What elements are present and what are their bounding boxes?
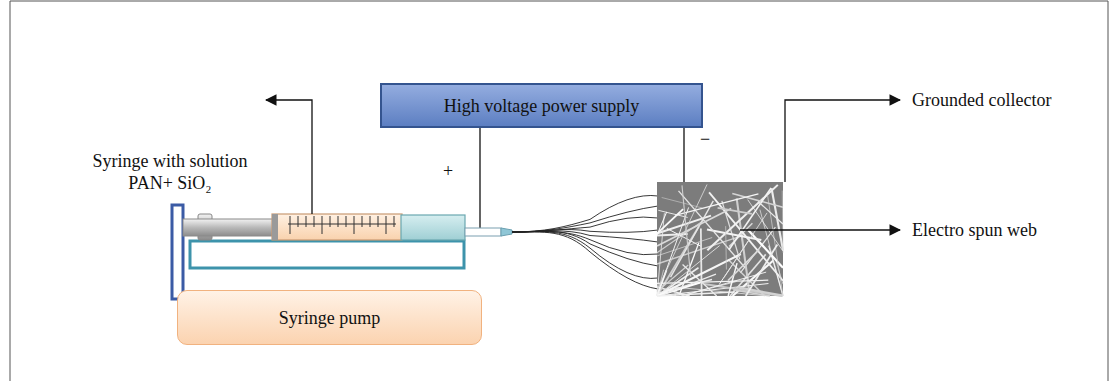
graduation-marks <box>288 216 396 234</box>
frame-border <box>10 1 1108 381</box>
power-supply-box: High voltage power supply <box>380 83 703 128</box>
box-label: High voltage power supply <box>444 95 639 117</box>
syringe-pump-box: Syringe pump <box>177 290 482 345</box>
plunger-seal <box>272 214 278 240</box>
fiber-web <box>657 184 783 296</box>
solution-label: Syringe with solution PAN+ SiO₂ <box>80 150 260 194</box>
collector-plate <box>657 182 783 296</box>
syringe-tip <box>401 215 465 240</box>
plunger-rod <box>183 219 275 236</box>
polarity-sign: + <box>443 160 453 182</box>
polarity-sign: − <box>700 128 710 150</box>
collector-leader <box>785 100 900 182</box>
needle <box>465 228 501 236</box>
web-leader <box>740 229 900 230</box>
box-label: Syringe pump <box>279 307 381 329</box>
web-label: Electro spun web <box>912 219 1037 241</box>
negative-wire <box>683 128 684 182</box>
positive-wire <box>479 128 480 228</box>
fiber-jet <box>512 195 658 289</box>
solution-leader <box>266 100 312 214</box>
syringe-barrel <box>272 214 402 240</box>
pump-rail <box>190 241 464 268</box>
collector-label: Grounded collector <box>912 89 1051 111</box>
pusher-block <box>172 205 183 299</box>
needle-tip <box>501 228 512 236</box>
